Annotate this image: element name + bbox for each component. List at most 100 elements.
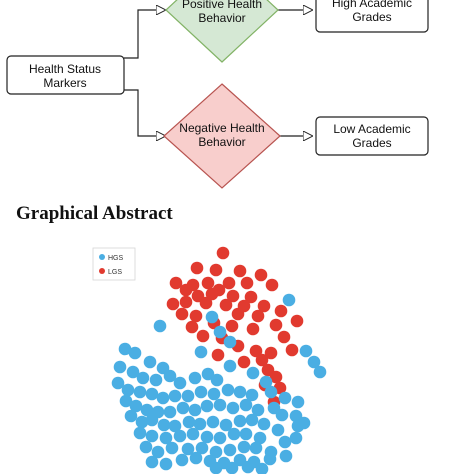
point-hgs bbox=[139, 440, 153, 454]
point-lgs bbox=[179, 283, 193, 297]
point-hgs bbox=[133, 385, 147, 399]
point-lgs bbox=[166, 297, 180, 311]
point-hgs bbox=[188, 403, 202, 417]
point-hgs bbox=[225, 461, 239, 474]
point-hgs bbox=[282, 293, 296, 307]
point-hgs bbox=[168, 389, 182, 403]
point-lgs bbox=[185, 320, 199, 334]
point-hgs bbox=[213, 431, 227, 445]
point-hgs bbox=[227, 427, 241, 441]
connector-markers-to-negative bbox=[124, 89, 165, 136]
point-hgs bbox=[133, 426, 147, 440]
point-hgs bbox=[151, 445, 165, 459]
point-hgs bbox=[221, 383, 235, 397]
node-label-line-2: Behavior bbox=[198, 11, 245, 25]
point-hgs bbox=[140, 403, 154, 417]
point-lgs bbox=[189, 309, 203, 323]
positive-diamond bbox=[165, 0, 279, 63]
point-lgs bbox=[246, 322, 260, 336]
point-hgs bbox=[118, 342, 132, 356]
point-lgs bbox=[269, 318, 283, 332]
point-hgs bbox=[176, 401, 190, 415]
point-lgs bbox=[269, 370, 283, 384]
point-hgs bbox=[145, 455, 159, 469]
point-hgs bbox=[279, 449, 293, 463]
point-hgs bbox=[271, 423, 285, 437]
point-hgs bbox=[159, 457, 173, 471]
point-hgs bbox=[188, 371, 202, 385]
point-hgs bbox=[233, 385, 247, 399]
point-hgs bbox=[145, 429, 159, 443]
point-hgs bbox=[223, 335, 237, 349]
point-hgs bbox=[278, 391, 292, 405]
point-hgs bbox=[209, 461, 223, 474]
point-hgs bbox=[241, 460, 255, 474]
node-label-line-1: Positive Health bbox=[182, 0, 262, 11]
point-hgs bbox=[239, 427, 253, 441]
point-lgs bbox=[274, 304, 288, 318]
point-lgs bbox=[211, 348, 225, 362]
point-hgs bbox=[145, 387, 159, 401]
point-lgs bbox=[205, 287, 219, 301]
point-hgs bbox=[289, 431, 303, 445]
point-lgs bbox=[201, 276, 215, 290]
node-health-status-markers: Health Status Markers bbox=[6, 55, 125, 95]
legend-marker-hgs bbox=[99, 254, 105, 260]
point-lgs bbox=[255, 353, 269, 367]
point-hgs bbox=[156, 391, 170, 405]
legend-label-lgs: LGS bbox=[108, 269, 122, 276]
point-hgs bbox=[200, 399, 214, 413]
point-hgs bbox=[239, 398, 253, 412]
point-lgs bbox=[175, 307, 189, 321]
point-hgs bbox=[200, 430, 214, 444]
point-hgs bbox=[226, 401, 240, 415]
point-hgs bbox=[219, 418, 233, 432]
legend-box bbox=[92, 247, 136, 281]
node-label-line-2: Grades bbox=[352, 136, 391, 150]
node-positive-health-behavior: Positive Health Behavior bbox=[165, 0, 279, 63]
point-lgs bbox=[226, 289, 240, 303]
point-hgs bbox=[259, 375, 273, 389]
point-hgs bbox=[143, 355, 157, 369]
graphical-abstract-heading: Graphical Abstract bbox=[16, 203, 173, 224]
point-lgs bbox=[249, 344, 263, 358]
point-hgs bbox=[175, 453, 189, 467]
point-hgs bbox=[124, 409, 138, 423]
point-hgs bbox=[297, 416, 311, 430]
point-hgs bbox=[237, 440, 251, 454]
node-label-line-2: Behavior bbox=[198, 135, 245, 149]
point-hgs bbox=[209, 445, 223, 459]
point-hgs bbox=[173, 376, 187, 390]
point-hgs bbox=[213, 398, 227, 412]
point-hgs bbox=[206, 415, 220, 429]
node-negative-health-behavior: Negative Health Behavior bbox=[163, 83, 281, 189]
scatter-legend: HGS LGS bbox=[92, 247, 136, 281]
point-hgs bbox=[205, 310, 219, 324]
point-hgs bbox=[165, 441, 179, 455]
point-hgs bbox=[207, 387, 221, 401]
node-label-line-1: High Academic bbox=[332, 0, 412, 10]
point-hgs bbox=[251, 403, 265, 417]
point-hgs bbox=[201, 367, 215, 381]
point-lgs bbox=[219, 298, 233, 312]
point-lgs bbox=[290, 314, 304, 328]
health-flowchart: Health Status Markers Positive Health Be… bbox=[6, 0, 429, 189]
point-hgs bbox=[257, 417, 271, 431]
point-hgs bbox=[313, 365, 327, 379]
point-hgs bbox=[253, 431, 267, 445]
point-lgs bbox=[240, 276, 254, 290]
point-hgs bbox=[307, 355, 321, 369]
point-lgs bbox=[277, 330, 291, 344]
point-hgs bbox=[195, 441, 209, 455]
point-hgs bbox=[210, 373, 224, 387]
point-hgs bbox=[159, 431, 173, 445]
point-hgs bbox=[135, 415, 149, 429]
point-hgs bbox=[113, 360, 127, 374]
point-hgs bbox=[173, 429, 187, 443]
point-lgs bbox=[265, 278, 279, 292]
legend-marker-lgs bbox=[99, 268, 105, 274]
point-hgs bbox=[136, 371, 150, 385]
point-lgs bbox=[257, 299, 271, 313]
point-hgs bbox=[128, 346, 142, 360]
point-hgs bbox=[181, 389, 195, 403]
